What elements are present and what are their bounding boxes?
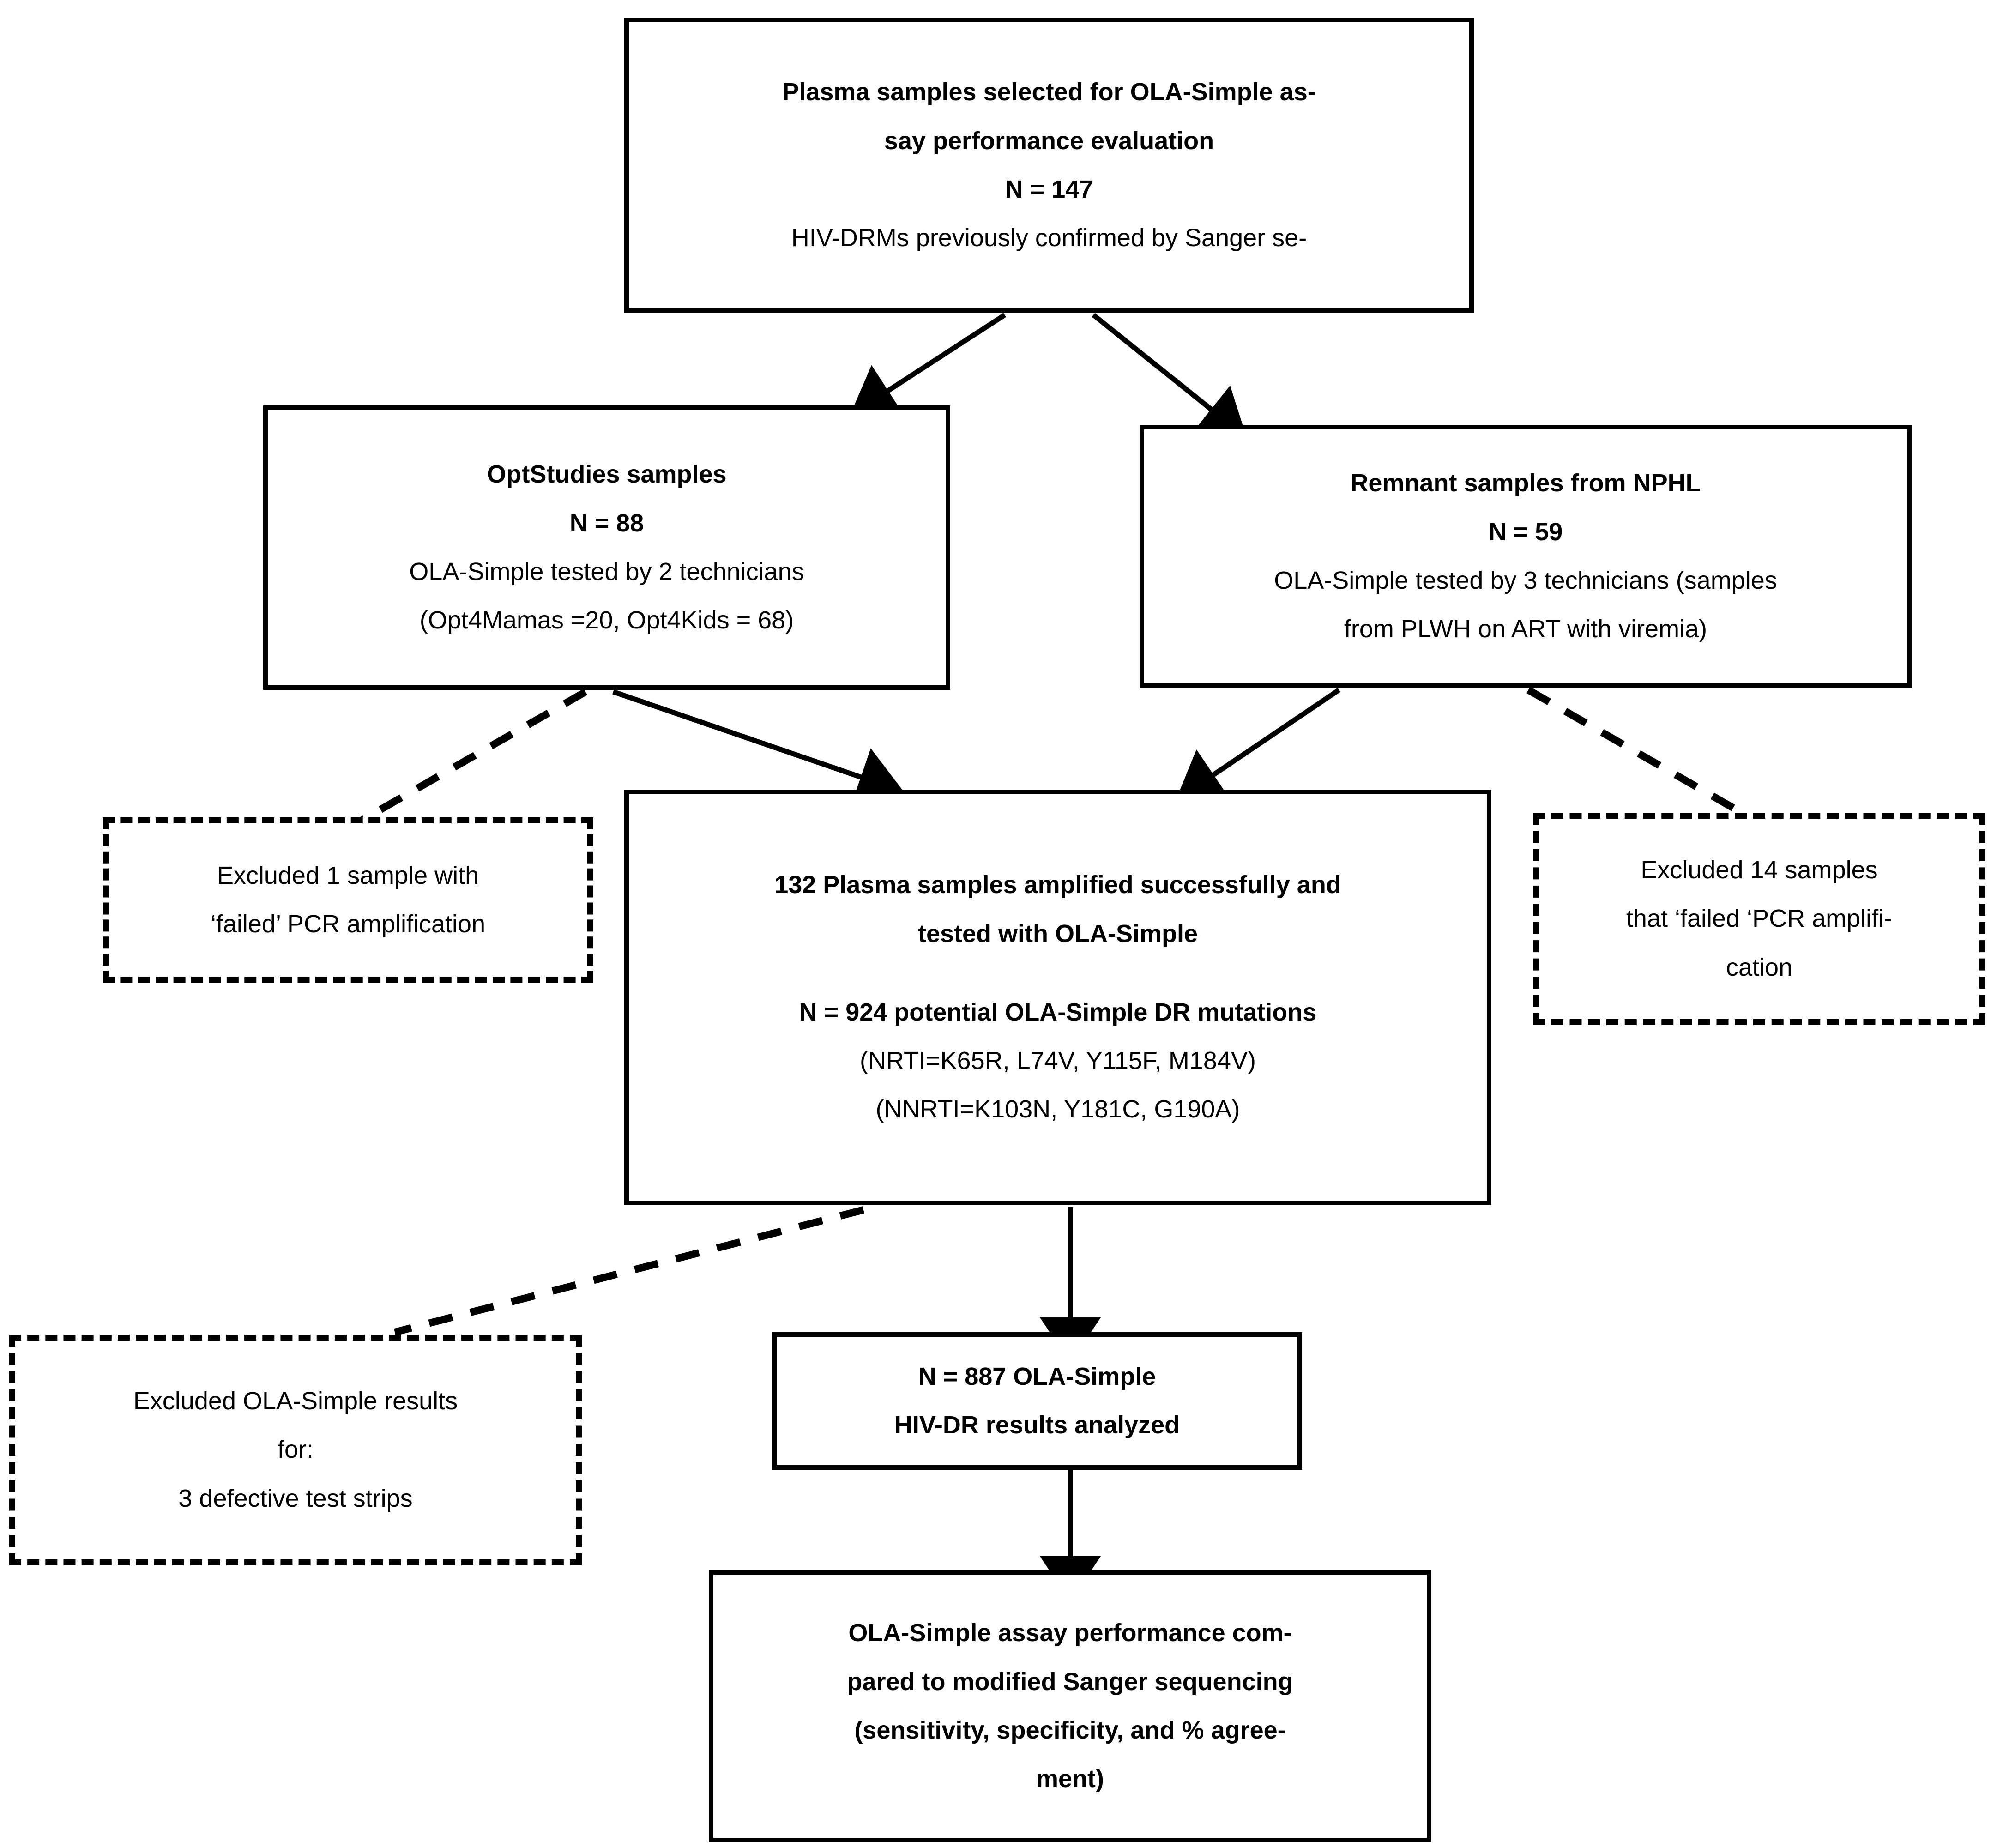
node-nphl-line-4: from PLWH on ART with viremia) (1344, 615, 1707, 643)
node-comparison-line-3: (sensitivity, specificity, and % agree- (854, 1716, 1286, 1744)
node-amplified-line-1: 132 Plasma samples amplified successfull… (774, 871, 1341, 899)
node-nphl-line-2: N = 59 (1488, 518, 1563, 546)
node-analyzed: N = 887 OLA-Simple HIV-DR results analyz… (772, 1332, 1302, 1470)
edge-amplified-to-excluded-bottom-left (393, 1206, 865, 1336)
edge-nphl-to-amplified (1176, 688, 1341, 801)
node-optstudies-line-4: (Opt4Mamas =20, Opt4Kids = 68) (419, 606, 794, 634)
node-excluded-right-line-3: cation (1726, 953, 1793, 981)
node-top-cohort: Plasma samples selected for OLA-Simple a… (624, 18, 1474, 313)
node-nphl-line-1: Remnant samples from NPHL (1350, 469, 1701, 497)
node-comparison-line-4: ment) (1036, 1765, 1104, 1793)
node-comparison-line-2: pared to modified Sanger sequencing (847, 1667, 1293, 1696)
node-amplified: 132 Plasma samples amplified successfull… (624, 790, 1491, 1205)
node-optstudies: OptStudies samples N = 88 OLA-Simple tes… (263, 405, 950, 690)
node-excluded-left-line-2: ‘failed’ PCR amplification (210, 910, 486, 938)
node-top-cohort-line-2: say performance evaluation (884, 127, 1214, 155)
node-nphl: Remnant samples from NPHL N = 59 OLA-Sim… (1140, 425, 1912, 688)
node-top-cohort-line-1: Plasma samples selected for OLA-Simple a… (782, 78, 1316, 106)
node-analyzed-line-1: N = 887 OLA-Simple (918, 1362, 1156, 1390)
node-excluded-left-line-1: Excluded 1 sample with (217, 861, 479, 889)
node-excluded-bottom-left-line-3: 3 defective test strips (178, 1484, 413, 1512)
node-analyzed-line-2: HIV-DR results analyzed (894, 1411, 1180, 1439)
node-amplified-line-6: (NNRTI=K103N, Y181C, G190A) (875, 1095, 1240, 1123)
edge-optstudies-to-amplified (612, 689, 904, 806)
edge-top-to-optstudies (850, 313, 1006, 417)
node-excluded-bottom-left-line-2: for: (277, 1436, 314, 1464)
node-amplified-line-3 (629, 958, 1487, 988)
edge-optstudies-to-excluded-left (349, 688, 587, 830)
node-nphl-line-3: OLA-Simple tested by 3 technicians (samp… (1274, 567, 1777, 594)
edge-top-to-nphl (1092, 313, 1247, 438)
node-excluded-right-line-1: Excluded 14 samples (1641, 856, 1878, 884)
node-amplified-line-4: N = 924 potential OLA-Simple DR mutation… (799, 998, 1317, 1026)
node-excluded-right: Excluded 14 samples that ‘failed ‘PCR am… (1533, 813, 1985, 1025)
node-comparison-line-1: OLA-Simple assay performance com- (848, 1619, 1292, 1647)
node-top-cohort-line-3: N = 147 (1005, 175, 1093, 203)
node-top-cohort-line-4: HIV-DRMs previously confirmed by Sanger … (791, 224, 1307, 252)
node-excluded-bottom-left: Excluded OLA-Simple results for: 3 defec… (9, 1335, 582, 1565)
node-excluded-bottom-left-line-1: Excluded OLA-Simple results (133, 1387, 458, 1415)
node-optstudies-line-3: OLA-Simple tested by 2 technicians (409, 558, 804, 586)
node-optstudies-line-2: N = 88 (569, 509, 644, 537)
node-optstudies-line-1: OptStudies samples (487, 460, 727, 489)
node-comparison: OLA-Simple assay performance com- pared … (709, 1570, 1431, 1842)
node-amplified-line-5: (NRTI=K65R, L74V, Y115F, M184V) (860, 1047, 1256, 1075)
node-excluded-left: Excluded 1 sample with ‘failed’ PCR ampl… (103, 817, 593, 983)
node-excluded-right-line-2: that ‘failed ‘PCR amplifi- (1626, 905, 1893, 933)
edge-nphl-to-excluded-right (1526, 687, 1761, 826)
node-amplified-line-2: tested with OLA-Simple (917, 919, 1198, 948)
